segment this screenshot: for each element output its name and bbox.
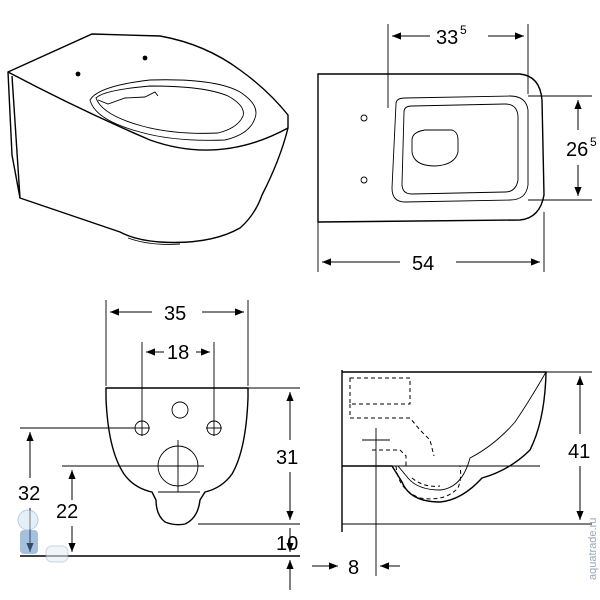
front-view: 35 18 31 10 32 22 xyxy=(18,300,300,590)
dim-front-bolt-spacing: 18 xyxy=(167,342,189,364)
perspective-view xyxy=(7,33,289,245)
watermark-text: aquatrade.ru xyxy=(587,518,599,580)
dim-front-bolt-height: 32 xyxy=(18,483,40,505)
dim-front-inlet-height: 22 xyxy=(56,501,78,523)
watermark: aquatrade.ru xyxy=(17,509,599,580)
dim-top-width: 33 xyxy=(436,27,458,49)
top-view: 33 5 26 5 54 xyxy=(317,23,597,275)
plumber-mascot-icon xyxy=(17,509,69,563)
dim-front-width: 35 xyxy=(164,303,186,325)
dim-top-depth: 26 xyxy=(566,139,588,161)
side-view: 41 8 xyxy=(312,370,592,579)
dim-top-length: 54 xyxy=(412,253,434,275)
dim-side-offset: 8 xyxy=(348,557,359,579)
dim-side-height: 41 xyxy=(568,441,590,463)
dim-front-floor-offset: 10 xyxy=(276,533,298,555)
dim-top-width-sup: 5 xyxy=(460,23,467,37)
dim-front-height: 31 xyxy=(276,447,298,469)
dim-top-depth-sup: 5 xyxy=(590,135,597,149)
